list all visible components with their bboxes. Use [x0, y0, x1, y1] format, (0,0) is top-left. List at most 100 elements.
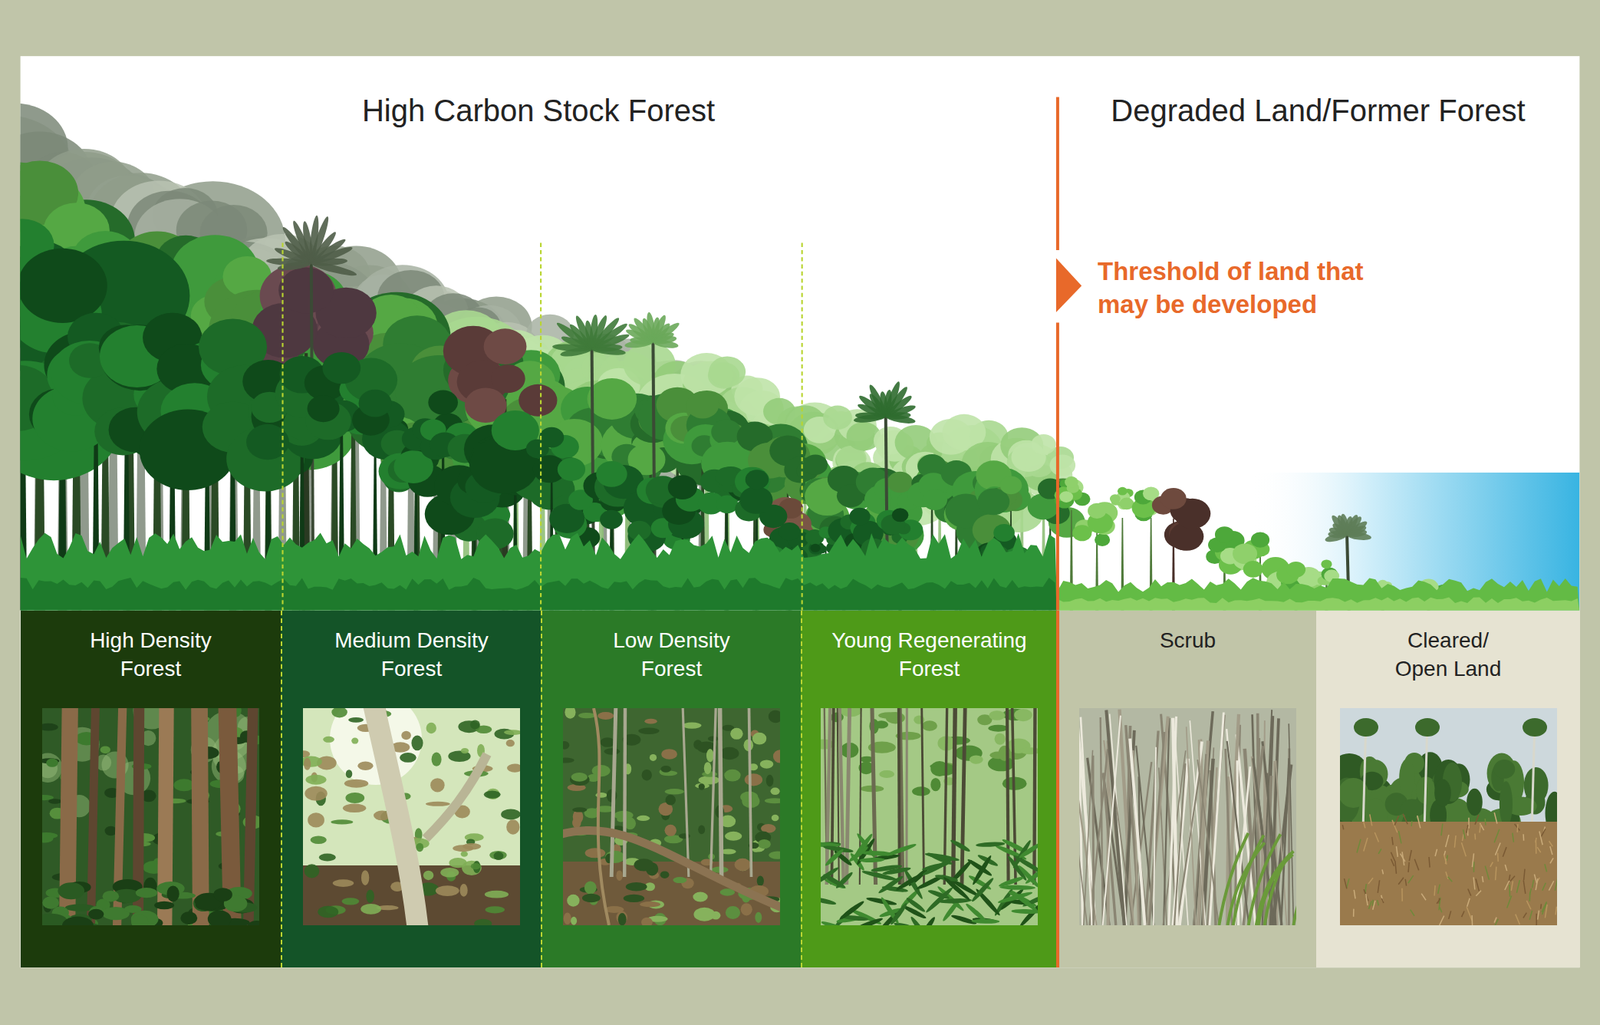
front-trees: [739, 486, 773, 514]
forest-photo: [719, 747, 739, 760]
forest-photo: [305, 774, 326, 785]
forest-photo: [846, 707, 850, 885]
forest-photo: [423, 870, 434, 880]
forest-photo: [62, 916, 94, 926]
land-band: Cleared/ Open Land: [1316, 610, 1581, 968]
forest-photo: [86, 707, 100, 926]
sparse-trees: [1109, 493, 1121, 504]
forest-photo: [1339, 707, 1558, 926]
forest-photo: [618, 912, 627, 926]
forest-photo: [852, 916, 884, 926]
undergrowth: [1056, 577, 1580, 610]
forest-photo: [425, 801, 451, 807]
forest-photo: [692, 892, 708, 903]
forest-photo: [823, 847, 845, 868]
forest-photo: [564, 707, 576, 719]
forest-photo: [42, 832, 54, 843]
sparse-trees: [1087, 503, 1107, 519]
forest-photo: [562, 707, 781, 926]
forest-photo: [42, 723, 59, 731]
forest-photo: [131, 914, 149, 926]
mid-trees: [922, 489, 948, 511]
forest-photo: [625, 882, 648, 891]
forest-photo: [562, 740, 570, 750]
forest-photo: [483, 790, 501, 798]
mid-trees: [587, 378, 638, 420]
forest-photo: [757, 839, 771, 849]
forest-photo: [506, 739, 515, 747]
forest-photo: [1009, 888, 1038, 913]
zone-dividers: [283, 96, 1083, 610]
palm-trees: [1346, 530, 1373, 541]
forest-photo: [1106, 710, 1124, 926]
forest-photo: [431, 752, 442, 767]
forest-photo: [1233, 835, 1265, 926]
sparse-trees: [1094, 533, 1110, 547]
forest-photo: [878, 711, 901, 719]
forest-photo: [611, 707, 616, 877]
forest-photo: [1499, 780, 1513, 827]
forest-photo: [1017, 863, 1038, 889]
forest-photo: [879, 895, 901, 926]
forest-photo: [649, 753, 657, 761]
palm-trees: [885, 412, 916, 425]
threshold-arrow: [1056, 258, 1082, 313]
forest-photo: [307, 812, 325, 827]
threshold-line: [1056, 322, 1060, 610]
sparse-trees: [1064, 476, 1079, 488]
band-label: Cleared/ Open Land: [1379, 625, 1518, 683]
forest-photo: [435, 885, 460, 896]
forest-photo: [682, 721, 702, 728]
front-trees: [358, 389, 392, 418]
forest-photo: [351, 737, 359, 745]
band-label: Scrub: [1073, 625, 1304, 655]
front-trees: [557, 457, 586, 481]
forest-photo: [470, 720, 481, 730]
forest-photo: [1257, 854, 1293, 926]
forest-photo: [566, 894, 580, 907]
forest-photo: [897, 707, 902, 885]
forest-photo: [46, 758, 59, 768]
forest-photo: [644, 718, 657, 725]
forest-photo: [1293, 847, 1297, 926]
forest-photo: [711, 707, 717, 877]
forest-photo: [961, 707, 965, 885]
forest-photo: [100, 745, 111, 754]
forest-photo: [572, 806, 587, 812]
forest-photo: [641, 917, 653, 926]
forest-photo: [1102, 715, 1121, 926]
forest-photo: [997, 889, 1034, 905]
forest-photo: [154, 901, 175, 910]
forest-photo: [365, 889, 374, 903]
forest-photo: [949, 838, 972, 854]
sparse-trees: [1160, 487, 1187, 510]
forest-photo: [411, 734, 423, 751]
forest-photo: [1256, 850, 1294, 926]
forest-photo: [593, 707, 610, 926]
forest-photo: [506, 819, 520, 835]
forest-photo: [344, 779, 369, 788]
forest-photo: [493, 851, 504, 860]
forest-photo: [462, 842, 481, 850]
forest-photo: [357, 760, 373, 771]
sparse-trees: [1119, 497, 1134, 511]
forest-photo: [905, 895, 927, 913]
forest-photo: [460, 850, 468, 856]
forest-photo: [740, 902, 753, 916]
forest-photo: [932, 763, 956, 776]
forest-photo: [1100, 717, 1103, 926]
forest-photo: [605, 850, 625, 863]
forest-photo: [638, 727, 659, 735]
forest-photo: [822, 872, 847, 889]
forest-photo: [1339, 707, 1558, 926]
degraded-region: Degraded Land/Former ForestScrubCleared/…: [1056, 55, 1581, 968]
forest-photo: [704, 761, 712, 774]
back-trees: [20, 102, 1077, 610]
forest-photo: [373, 707, 419, 926]
forest-photo: [634, 858, 655, 871]
forest-band: Low Density Forest: [540, 610, 801, 968]
sparse-trees: [1320, 559, 1332, 569]
forest-photo: [1083, 750, 1094, 926]
forest-photo: [724, 769, 741, 782]
forest-photo: [460, 883, 468, 897]
